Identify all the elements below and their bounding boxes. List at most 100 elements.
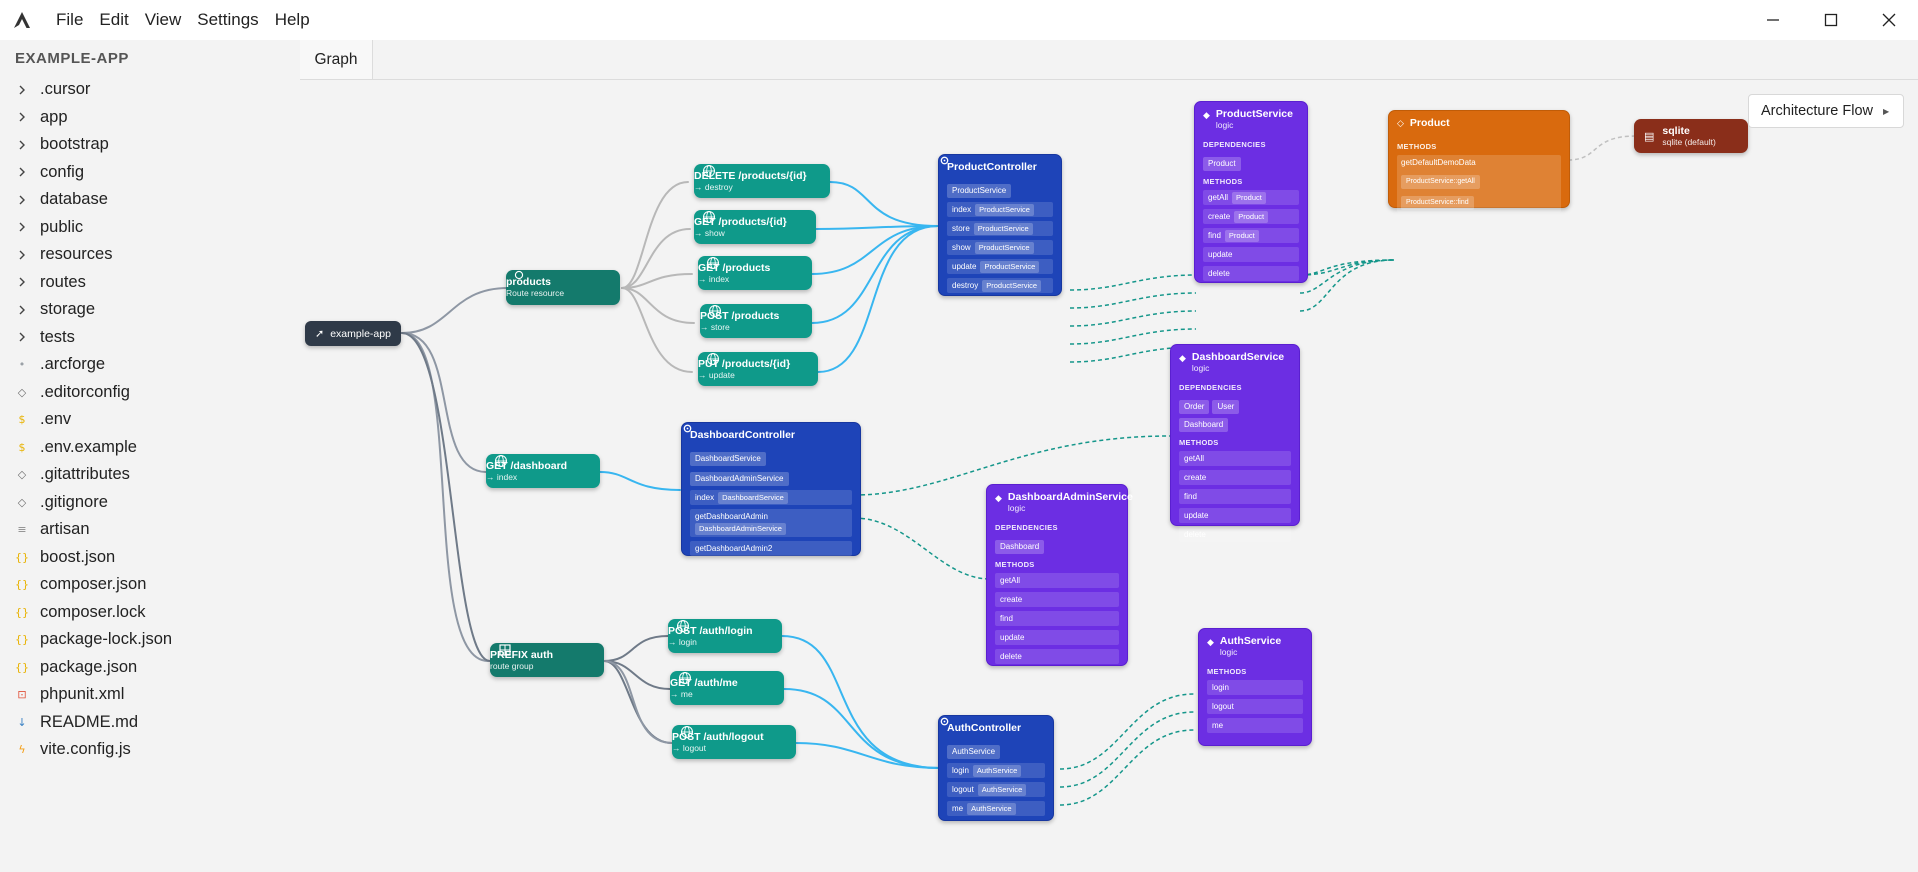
tab-graph[interactable]: Graph xyxy=(300,40,373,79)
method-row[interactable]: me xyxy=(1207,718,1303,733)
method-row[interactable]: update xyxy=(1203,247,1299,262)
method-row[interactable]: getDashboardAdmin2 xyxy=(690,541,852,556)
edge-delete-pc xyxy=(829,181,939,227)
close-button[interactable] xyxy=(1860,0,1918,40)
architecture-flow-panel[interactable]: Architecture Flow ▶ xyxy=(1748,94,1904,128)
file-icon: ⊡ xyxy=(17,688,27,702)
tree-item-app[interactable]: app xyxy=(0,104,300,132)
tree-item-public[interactable]: public xyxy=(0,214,300,242)
globe-icon xyxy=(679,672,691,684)
tree-item-label: routes xyxy=(40,272,86,291)
minimize-button[interactable] xyxy=(1744,0,1802,40)
method-row[interactable]: create xyxy=(995,592,1119,607)
method-row[interactable]: create xyxy=(1179,470,1291,485)
route-auth-me[interactable]: GET /auth/me→ me xyxy=(670,671,784,705)
tree-item--gitattributes[interactable]: ◇.gitattributes xyxy=(0,461,300,489)
controller-title: DashboardController xyxy=(690,429,796,441)
route-sub: route group xyxy=(490,660,534,671)
tree-item-phpunit-xml[interactable]: ⊡phpunit.xml xyxy=(0,681,300,709)
controller-title: AuthController xyxy=(947,722,1022,734)
tree-item--env-example[interactable]: $.env.example xyxy=(0,434,300,462)
tree-item-database[interactable]: database xyxy=(0,186,300,214)
tree-item-routes[interactable]: routes xyxy=(0,269,300,297)
tree-item-bootstrap[interactable]: bootstrap xyxy=(0,131,300,159)
root-node[interactable]: ➚ example-app xyxy=(305,321,401,346)
menu-help[interactable]: Help xyxy=(274,10,310,29)
tree-item-artisan[interactable]: ≡artisan xyxy=(0,516,300,544)
tree-item--env[interactable]: $.env xyxy=(0,406,300,434)
tree-item-label: .arcforge xyxy=(40,355,106,374)
edge-ps-model-3 xyxy=(1299,259,1395,312)
method-row[interactable]: login xyxy=(1207,680,1303,695)
controller-title: ProductController xyxy=(947,161,1037,173)
method-row[interactable]: delete xyxy=(995,649,1119,664)
tree-item-readme-md[interactable]: ↓README.md xyxy=(0,709,300,737)
menu-settings[interactable]: Settings xyxy=(197,10,259,29)
circle-icon xyxy=(514,270,524,280)
tree-item-config[interactable]: config xyxy=(0,159,300,187)
route-put-product[interactable]: PUT /products/{id}→ update xyxy=(698,352,818,386)
method-row[interactable]: logout xyxy=(1207,699,1303,714)
route-get-products[interactable]: GET /products→ index xyxy=(698,256,812,290)
route-post-products[interactable]: POST /products→ store xyxy=(700,304,812,338)
method-row[interactable]: delete xyxy=(1179,527,1291,542)
route-auth-logout[interactable]: POST /auth/logout→ logout xyxy=(672,725,796,759)
products-resource-node[interactable]: products Route resource xyxy=(506,270,620,305)
tree-item--arcforge[interactable]: •.arcforge xyxy=(0,351,300,379)
tree-item-boost-json[interactable]: {}boost.json xyxy=(0,544,300,572)
tree-item--gitignore[interactable]: ◇.gitignore xyxy=(0,489,300,517)
tree-item--cursor[interactable]: .cursor xyxy=(0,76,300,104)
menu-view[interactable]: View xyxy=(144,10,182,29)
edge-root-products xyxy=(401,287,509,334)
tree-item-resources[interactable]: resources xyxy=(0,241,300,269)
graph-canvas[interactable]: ➚ example-app products Route resource DE… xyxy=(300,80,1918,872)
route-get-dashboard[interactable]: GET /dashboard→ index xyxy=(486,454,600,488)
tree-item-storage[interactable]: storage xyxy=(0,296,300,324)
method-row[interactable]: find xyxy=(995,611,1119,626)
method-row[interactable]: update xyxy=(1179,508,1291,523)
method-row[interactable]: find xyxy=(1179,489,1291,504)
dashboard-controller-node[interactable]: DashboardController DashboardService Das… xyxy=(681,422,861,556)
tree-item-package-lock-json[interactable]: {}package-lock.json xyxy=(0,626,300,654)
menu-edit[interactable]: Edit xyxy=(99,10,129,29)
tree-item-composer-json[interactable]: {}composer.json xyxy=(0,571,300,599)
method-row[interactable]: getAll xyxy=(995,573,1119,588)
edge-products-put xyxy=(621,287,693,373)
route-delete-product[interactable]: DELETE /products/{id}→ destroy xyxy=(694,164,830,198)
tree-item-label: app xyxy=(40,107,68,126)
method-row[interactable]: delete xyxy=(1203,266,1299,281)
method-row[interactable]: update xyxy=(995,630,1119,645)
tree-item-tests[interactable]: tests xyxy=(0,324,300,352)
route-get-product[interactable]: GET /products/{id}→ show xyxy=(694,210,816,244)
product-model-node[interactable]: ◇Product METHODS getDefaultDemoData Prod… xyxy=(1388,110,1570,213)
tree-item--editorconfig[interactable]: ◇.editorconfig xyxy=(0,379,300,407)
maximize-button[interactable] xyxy=(1802,0,1860,40)
method-row[interactable]: getAll xyxy=(1179,451,1291,466)
route-auth-login[interactable]: POST /auth/login→ login xyxy=(668,619,782,653)
tree-item-package-json[interactable]: {}package.json xyxy=(0,654,300,682)
menu-file[interactable]: File xyxy=(56,10,84,29)
tree-item-composer-lock[interactable]: {}composer.lock xyxy=(0,599,300,627)
